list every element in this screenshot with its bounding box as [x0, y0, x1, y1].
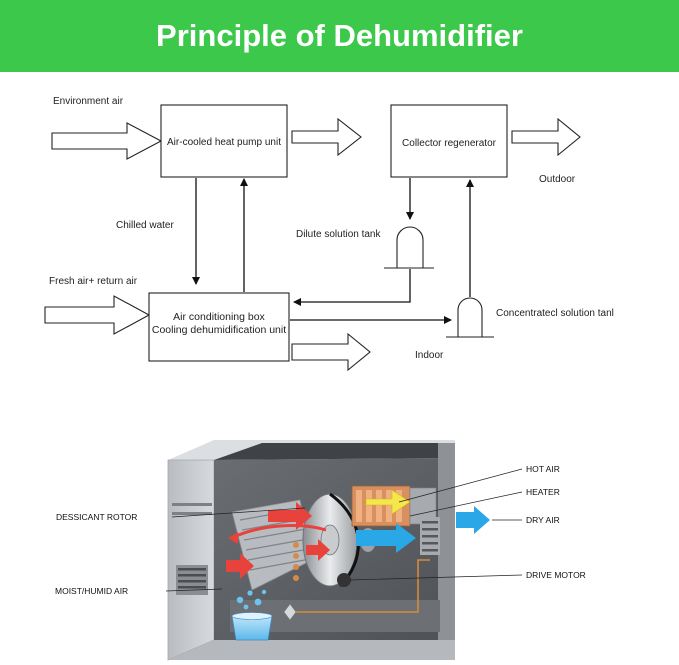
dilute-tank-shape [396, 226, 424, 269]
dilute-tank-label: Dilute solution tank [296, 229, 381, 240]
ac-box-line1: Air conditioning box [173, 311, 265, 323]
drive-motor-leader-line [349, 574, 523, 581]
moist-air-label: MOIST/HUMID AIR [55, 586, 128, 596]
concentrated-tank-shape [457, 297, 483, 338]
cabinet-bottom [168, 640, 455, 660]
cabinet-floor [230, 600, 440, 632]
cabinet-right-wall [438, 443, 455, 640]
heat-pump-unit-label: Air-cooled heat pump unit [167, 137, 281, 148]
ac-box-line2: Cooling dehumidification unit [152, 324, 286, 336]
outdoor-arrow [511, 117, 581, 157]
fresh-air-label: Fresh air+ return air [49, 276, 138, 287]
flow-diagram: Environment air Air-cooled heat pump uni… [44, 96, 614, 372]
chilled-water-label: Chilled water [116, 220, 174, 231]
collector-regenerator-label: Collector regenerator [402, 138, 497, 149]
rotation-arrow-head [228, 532, 238, 544]
hot-air-label: HOT AIR [526, 464, 560, 474]
rotation-arrow [233, 524, 327, 539]
outdoor-label: Outdoor [539, 174, 576, 185]
water-container [231, 612, 273, 641]
environment-air-arrow [51, 122, 163, 160]
hot-air-arrow [365, 489, 411, 515]
rotor-leader-line [171, 507, 306, 518]
humid-air-arrow-mid [306, 539, 330, 561]
heat-pump-to-collector-arrow [291, 117, 362, 157]
dry-air-arrow-outlet [456, 506, 490, 534]
ac-box [148, 292, 290, 362]
dessicant-rotor-label: DESSICANT ROTOR [56, 512, 137, 522]
page-title: Principle of Dehumidifier [156, 18, 523, 53]
fresh-air-arrow [44, 295, 151, 335]
humid-air-arrow-inlet [226, 553, 254, 579]
heater-label: HEATER [526, 487, 560, 497]
dehumidifier-device: DESSICANT ROTOR MOIST/HUMID AIR HOT AIR … [55, 440, 586, 661]
dilute-to-ac-line [293, 269, 411, 306]
dry-air-label: DRY AIR [526, 515, 560, 525]
collector-regenerator-box [390, 104, 508, 178]
hot-air-leader-line [398, 468, 523, 503]
cabinet-interior-back [214, 443, 455, 460]
water-droplets-icon [236, 589, 267, 610]
environment-air-label: Environment air [53, 96, 124, 107]
drain-valve [283, 603, 297, 621]
drive-motor-label: DRIVE MOTOR [526, 570, 586, 580]
title-banner: Principle of Dehumidifier [0, 0, 679, 72]
vent-slot [172, 512, 212, 515]
vent-slot [172, 503, 212, 506]
drain-pipe [290, 559, 430, 613]
heat-pump-unit-box [160, 104, 288, 178]
indoor-label: Indoor [415, 350, 444, 361]
humid-air-arrow-upper [268, 502, 312, 530]
dry-air-arrow-inner [356, 523, 416, 553]
moist-air-leader-line [165, 588, 223, 592]
drive-motor-pulley [337, 573, 351, 587]
concentrated-tank-label: Concentratecl solution tanl [496, 308, 614, 319]
indoor-arrow [291, 332, 371, 372]
outlet-grille [420, 517, 440, 555]
cabinet-front-left [167, 459, 215, 661]
heater-leader-line [409, 491, 523, 517]
